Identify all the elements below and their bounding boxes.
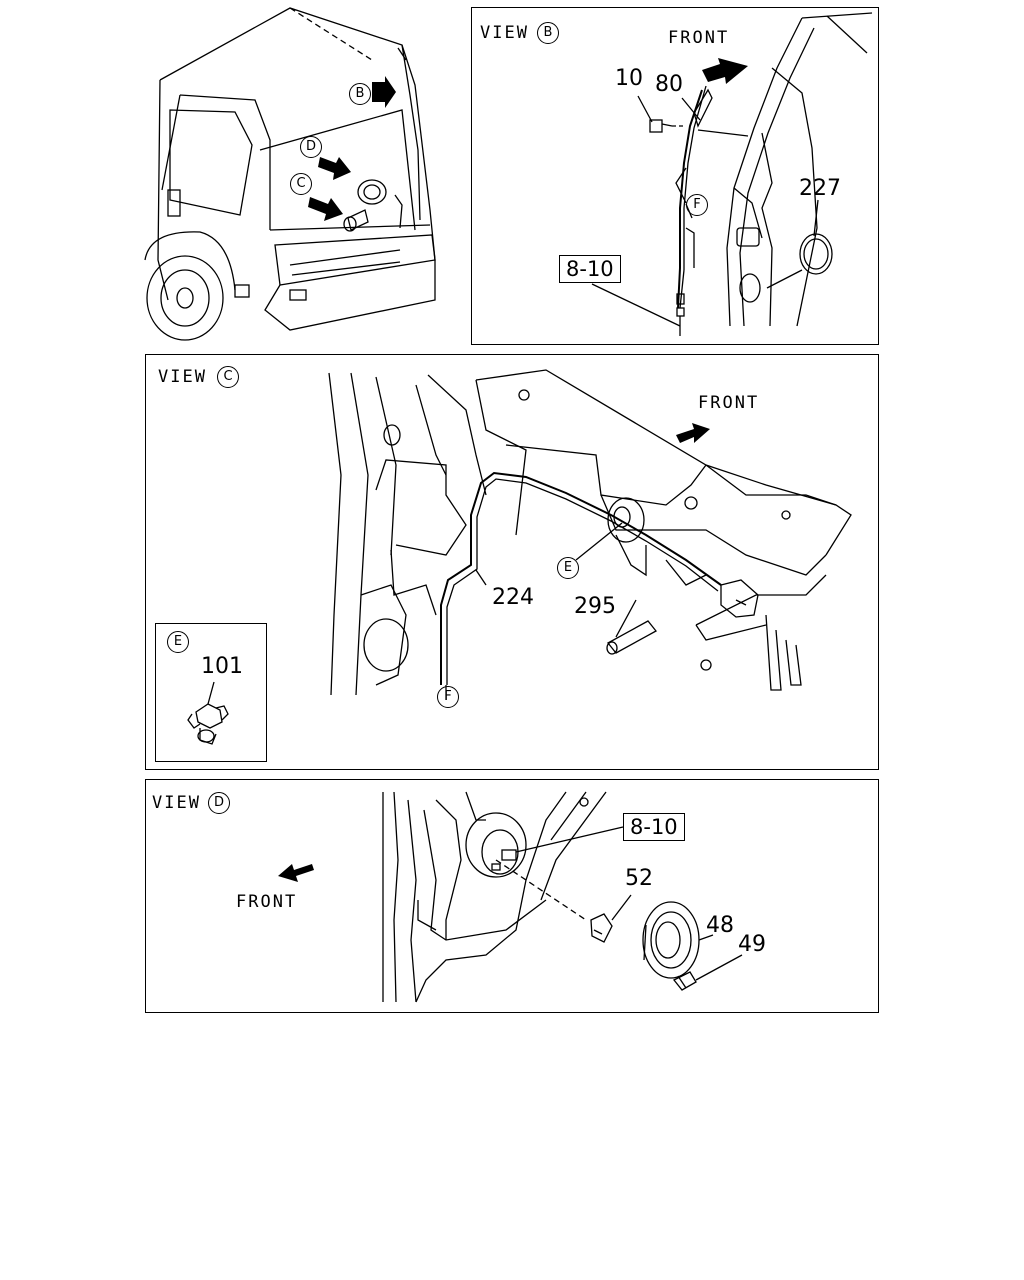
view-b-part-227: 227 [799,176,841,201]
view-c-front-label: FRONT [698,393,760,413]
truck-overview: B D C [140,0,450,345]
view-d-callout: D [300,136,322,158]
view-c-illustration [328,369,852,700]
view-b-part-10: 10 [615,66,643,91]
view-b-callout: B [349,83,371,105]
truck-cab-illustration [144,7,436,341]
view-d-part-48: 48 [706,913,734,938]
view-c-panel: VIEW C FRONT E 224 295 F E 101 [145,354,879,770]
view-d-ref-box: 8-10 [623,813,685,841]
view-c-part-295: 295 [574,594,616,619]
clip-101-illustration [187,681,229,745]
view-b-panel: VIEW B FRONT 10 80 227 F 8-10 [471,7,879,345]
view-d-panel: VIEW D FRONT 8-10 52 48 49 [145,779,879,1013]
view-c-inset-e: E 101 [155,623,267,762]
view-b-ref-box: 8-10 [559,255,621,283]
view-c-letter: C [217,366,239,388]
view-b-title: VIEW [480,23,529,43]
inset-part-101: 101 [201,654,243,679]
view-d-part-49: 49 [738,932,766,957]
view-b-f-marker: F [686,194,708,216]
view-c-f-marker: F [437,686,459,708]
view-d-part-52: 52 [625,866,653,891]
view-c-callout: C [290,173,312,195]
view-b-part-80: 80 [655,72,683,97]
view-c-part-224: 224 [492,585,534,610]
view-d-title: VIEW [152,793,201,813]
view-b-front-label: FRONT [668,28,730,48]
view-d-front-label: FRONT [236,892,298,912]
view-d-illustration [278,791,743,1003]
view-d-letter: D [208,792,230,814]
view-c-title: VIEW [158,367,207,387]
view-c-e-marker: E [557,557,579,579]
view-b-illustration [591,12,873,336]
view-b-letter: B [537,22,559,44]
inset-e-letter: E [167,631,189,653]
